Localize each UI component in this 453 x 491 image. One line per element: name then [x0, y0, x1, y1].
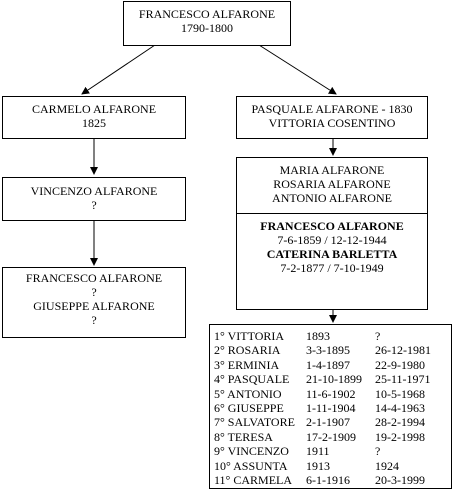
root-years: 1790-1800	[181, 21, 233, 35]
grandchild-2-years: ?	[91, 313, 97, 327]
grandchild-1-years: ?	[91, 285, 97, 299]
arrow-root-to-pasquale	[258, 44, 337, 95]
sibling-maria: MARIA ALFARONE	[279, 163, 385, 177]
grandchildren-box: FRANCESCO ALFARONE ? GIUSEPPE ALFARONE ?	[2, 267, 186, 338]
couple-wife-dates: 7-2-1877 / 7-10-1949	[280, 261, 384, 275]
sibling-antonio: ANTONIO ALFARONE	[272, 191, 392, 205]
couple-wife-name: CATERINA BARLETTA	[266, 247, 398, 261]
vincenzo-box: VINCENZO ALFARONE ?	[2, 177, 186, 221]
carmelo-box: CARMELO ALFARONE 1825	[2, 96, 186, 139]
pasquale-box: PASQUALE ALFARONE - 1830 VITTORIA COSENT…	[236, 96, 428, 139]
pasquale-line-2: VITTORIA COSENTINO	[268, 116, 396, 130]
family-box: MARIA ALFARONE ROSARIA ALFARONE ANTONIO …	[236, 157, 428, 310]
root-ancestor-box: FRANCESCO ALFARONE 1790-1800	[123, 1, 291, 46]
grandchild-1-name: FRANCESCO ALFARONE	[25, 271, 163, 285]
carmelo-years: 1825	[82, 116, 106, 130]
couple-husband-dates: 7-6-1859 / 12-12-1944	[277, 233, 387, 247]
arrow-root-to-carmelo	[81, 44, 156, 95]
family-divider	[237, 213, 427, 214]
pasquale-line-1: PASQUALE ALFARONE - 1830	[251, 102, 413, 116]
carmelo-name: CARMELO ALFARONE	[31, 102, 157, 116]
vincenzo-name: VINCENZO ALFARONE	[30, 184, 158, 198]
root-name: FRANCESCO ALFARONE	[138, 7, 276, 21]
grandchild-2-name: GIUSEPPE ALFARONE	[33, 299, 155, 313]
couple-husband-name: FRANCESCO ALFARONE	[260, 219, 404, 233]
vincenzo-years: ?	[91, 198, 97, 212]
sibling-rosaria: ROSARIA ALFARONE	[273, 177, 391, 191]
